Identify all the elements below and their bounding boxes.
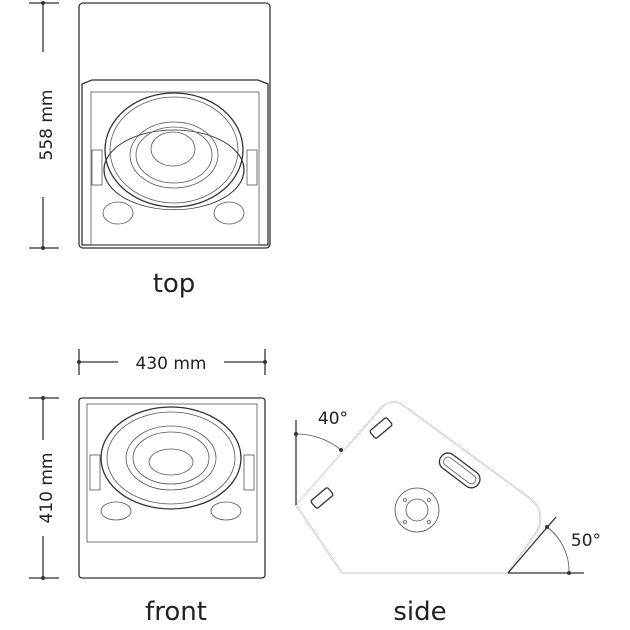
height-dimension-label: 410 mm: [37, 453, 57, 524]
front-cabinet-outline: [78, 397, 266, 579]
rear-tilt-angle-label: 50°: [571, 531, 601, 551]
top-view: 558 mm top: [29, 1, 271, 299]
width-dimension-label: 430 mm: [136, 354, 207, 374]
side-view-label: side: [393, 597, 446, 627]
depth-dimension-label: 558 mm: [37, 90, 57, 161]
top-view-label: top: [153, 269, 196, 299]
pole-mount-icon: [394, 487, 440, 533]
handle-icon: [438, 452, 481, 489]
side-view: 40° 50° side: [294, 401, 601, 627]
front-tilt-angle-label: 40°: [318, 409, 348, 429]
top-cabinet-outline: [78, 2, 271, 249]
front-view: 430 mm 410 mm front: [29, 349, 267, 627]
front-view-label: front: [145, 597, 207, 627]
